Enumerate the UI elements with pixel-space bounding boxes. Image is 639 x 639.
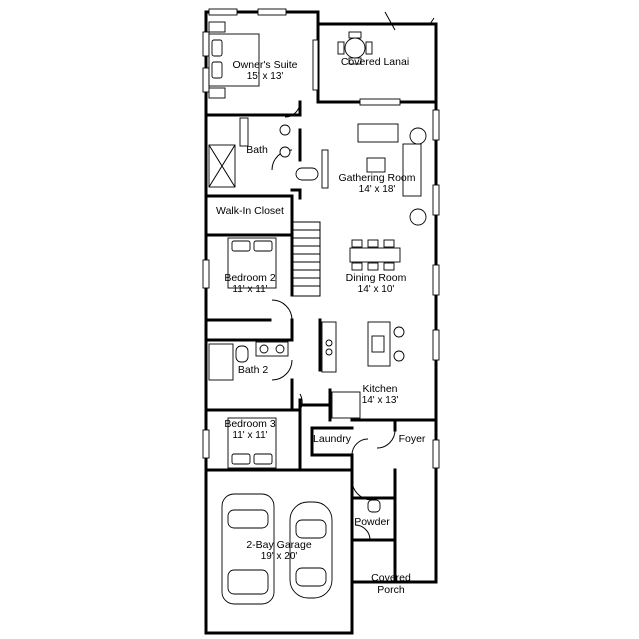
bath-fixtures bbox=[208, 117, 329, 189]
owners-suite-furniture bbox=[208, 21, 319, 99]
room-bath-2: Bath 2 bbox=[238, 364, 268, 376]
room-name: Gathering Room bbox=[338, 172, 416, 184]
room-name: Owner's Suite bbox=[232, 59, 298, 71]
bath-2-fixtures bbox=[208, 341, 289, 381]
room-size: 15' x 13' bbox=[246, 71, 284, 82]
powder-fixtures bbox=[367, 499, 381, 513]
room-dining-room: Dining Room 14' x 10' bbox=[346, 272, 407, 296]
room-size: 14' x 10' bbox=[357, 284, 395, 295]
room-garage: 2-Bay Garage 19' x 20' bbox=[246, 539, 311, 563]
room-name: Walk-In Closet bbox=[216, 205, 284, 217]
room-name: Dining Room bbox=[345, 272, 407, 284]
room-laundry: Laundry bbox=[313, 433, 351, 445]
room-name: Bedroom 2 bbox=[224, 272, 276, 284]
gathering-room-furniture bbox=[357, 123, 427, 226]
garage-cars bbox=[221, 493, 333, 605]
room-name: Bath bbox=[246, 144, 268, 156]
dining-table bbox=[349, 239, 401, 271]
room-bath: Bath bbox=[246, 144, 268, 156]
room-name: Covered Porch bbox=[371, 572, 411, 596]
room-bedroom-2: Bedroom 2 11' x 11' bbox=[224, 272, 275, 296]
room-walk-in-closet: Walk-In Closet bbox=[216, 205, 284, 217]
room-name: 2-Bay Garage bbox=[246, 539, 312, 551]
room-name: Kitchen bbox=[362, 383, 398, 395]
windows bbox=[202, 8, 440, 469]
room-owners-suite: Owner's Suite 15' x 13' bbox=[232, 59, 297, 83]
doors bbox=[271, 11, 435, 541]
room-name: Powder bbox=[354, 516, 390, 528]
room-size: 14' x 13' bbox=[361, 395, 399, 406]
room-size: 11' x 11' bbox=[232, 430, 268, 441]
room-size: 14' x 18' bbox=[358, 184, 396, 195]
room-name: Laundry bbox=[313, 433, 351, 445]
room-covered-porch: Covered Porch bbox=[371, 548, 411, 608]
room-name: Covered Lanai bbox=[340, 56, 410, 68]
kitchen-fixtures bbox=[321, 321, 405, 419]
room-name: Bath 2 bbox=[237, 364, 269, 376]
room-name: Bedroom 3 bbox=[224, 418, 276, 430]
room-foyer: Foyer bbox=[399, 433, 426, 445]
room-gathering-room: Gathering Room 14' x 18' bbox=[338, 172, 415, 196]
room-bedroom-3: Bedroom 3 11' x 11' bbox=[224, 418, 275, 442]
room-powder: Powder bbox=[354, 516, 390, 528]
room-size: 11' x 11' bbox=[232, 284, 268, 295]
lanai-furniture bbox=[337, 31, 373, 65]
room-name: Foyer bbox=[398, 433, 426, 445]
room-size: 19' x 20' bbox=[260, 551, 298, 562]
bedroom-3-bed bbox=[227, 417, 277, 469]
room-covered-lanai: Covered Lanai bbox=[341, 56, 409, 68]
room-kitchen: Kitchen 14' x 13' bbox=[362, 383, 399, 407]
stairs bbox=[291, 221, 321, 297]
bedroom-2-bed bbox=[227, 237, 277, 289]
